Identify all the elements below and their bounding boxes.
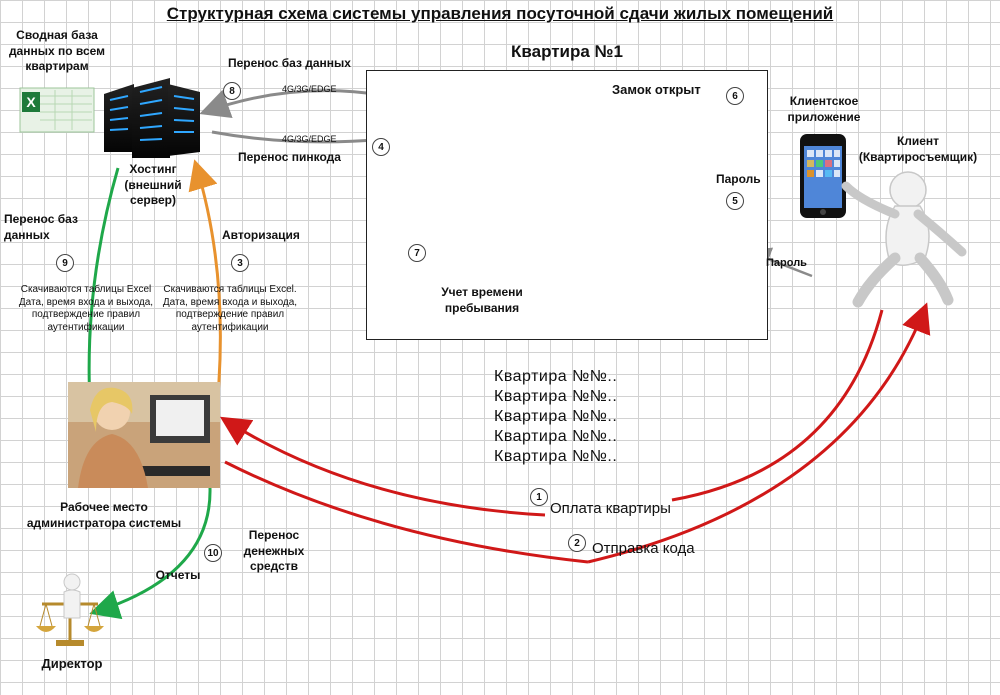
director-label: Директор <box>41 656 103 671</box>
password-label: Пароль <box>716 172 761 186</box>
red-arrow-code-client <box>587 302 931 564</box>
step-badge-2: 2 <box>568 534 586 552</box>
network-label-top: 4G/3G/EDGE <box>282 84 337 94</box>
step-code-label: Отправка кода <box>592 540 695 557</box>
step-badge-5: 5 <box>726 192 744 210</box>
step-badge-7: 7 <box>408 244 426 262</box>
step-badge-4: 4 <box>372 138 390 156</box>
client-label: Клиент (Квартиросъемщик) <box>858 134 978 164</box>
client-app-label: Клиентское приложение <box>787 94 861 124</box>
time-tracking-label: Учет времени пребывания <box>441 285 523 315</box>
excel-database-icon: X <box>19 87 95 133</box>
transfer-db-left-label: Перенос баз данных <box>4 212 78 242</box>
hosting-server-icon <box>104 78 200 158</box>
transfer-money-label: Перенос денежных средств <box>243 528 305 574</box>
apartment-more-item: Квартира №№.. <box>494 388 618 405</box>
admin-workstation-photo <box>68 382 220 488</box>
step-badge-8: 8 <box>223 82 241 100</box>
reports-label: Отчеты <box>155 568 201 582</box>
step-badge-9: 9 <box>56 254 74 272</box>
red-arrow-payment <box>219 416 546 517</box>
transfer-db-label: Перенос баз данных <box>228 56 351 70</box>
download-note-right: Скачиваются таблицы Excel. Дата, время в… <box>162 284 298 333</box>
admin-workstation-label: Рабочее место администратора системы <box>26 500 182 530</box>
apartment-title: Квартира №1 <box>511 42 623 61</box>
password-arrow-label: Пароль <box>766 257 807 269</box>
red-arrow-payment-client <box>671 309 884 502</box>
step-badge-6: 6 <box>726 87 744 105</box>
apartment-more-item: Квартира №№.. <box>494 408 618 425</box>
apartment-box <box>366 70 768 340</box>
director-figure-icon <box>36 573 104 646</box>
lock-open-label: Замок открыт <box>612 82 701 97</box>
smartphone-icon <box>800 134 846 218</box>
orange-arrow-admin-to-hosting <box>188 159 222 396</box>
client-figure-icon <box>841 171 967 308</box>
green-arrow-to-director <box>89 487 212 620</box>
apartment-more-item: Квартира №№.. <box>494 448 618 465</box>
database-label: Сводная база данных по всем квартирам <box>8 28 106 74</box>
apartment-more-item: Квартира №№.. <box>494 428 618 445</box>
apartment-more-item: Квартира №№.. <box>494 368 618 385</box>
network-label-bottom: 4G/3G/EDGE <box>282 134 337 144</box>
step-badge-10: 10 <box>204 544 222 562</box>
hosting-label: Хостинг (внешний сервер) <box>124 162 182 208</box>
authorization-label: Авторизация <box>222 228 300 242</box>
svg-text:X: X <box>26 94 36 110</box>
step-badge-3: 3 <box>231 254 249 272</box>
transfer-pin-label: Перенос пинкода <box>238 150 341 164</box>
step-badge-1: 1 <box>530 488 548 506</box>
download-note-left: Скачиваются таблицы Excel Дата, время вх… <box>18 284 154 333</box>
red-arrow-code <box>224 460 589 564</box>
page-title: Структурная схема системы управления пос… <box>166 4 834 23</box>
step-payment-label: Оплата квартиры <box>550 500 671 517</box>
